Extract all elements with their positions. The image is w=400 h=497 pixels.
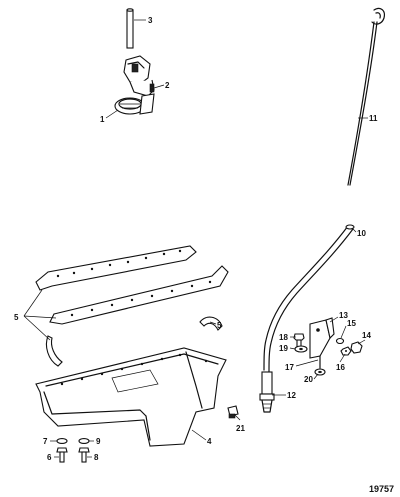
- pan-washer-left: [56, 438, 68, 444]
- callout-10: 10: [357, 229, 366, 238]
- oil-pan-end-seal-right: [199, 316, 223, 331]
- callout-20: 20: [304, 375, 313, 384]
- tube-bracket: [309, 317, 335, 369]
- bracket-clamp-bolt: [350, 341, 363, 354]
- oil-pump: [114, 55, 155, 115]
- callout-13: 13: [339, 311, 348, 320]
- callout-labels: 3 2 1 11 10 5 5 4 21 12 13 15 14 16 17 1…: [14, 16, 378, 462]
- oil-pan-end-seal-left: [45, 335, 63, 367]
- callout-7: 7: [43, 437, 48, 446]
- callout-3: 3: [148, 16, 153, 25]
- oil-pan-gasket-rail-lower: [49, 265, 229, 325]
- oil-pan: [35, 347, 227, 447]
- pan-washer-right: [78, 438, 90, 444]
- leader-lines: [23, 19, 368, 458]
- dipstick: [347, 7, 385, 186]
- callout-18: 18: [279, 333, 288, 342]
- callout-21: 21: [236, 424, 245, 433]
- pump-fastener: [149, 83, 155, 93]
- callout-14: 14: [362, 331, 371, 340]
- bracket-clamp-washer: [335, 337, 345, 345]
- callout-16: 16: [336, 363, 345, 372]
- drain-plug: [227, 405, 239, 419]
- callout-17: 17: [285, 363, 294, 372]
- bracket-nut: [314, 368, 326, 376]
- callout-2: 2: [165, 81, 170, 90]
- callout-19: 19: [279, 344, 288, 353]
- callout-5-left: 5: [14, 313, 19, 322]
- callout-6: 6: [47, 453, 52, 462]
- tube-adapter: [259, 371, 275, 413]
- callout-15: 15: [347, 319, 356, 328]
- callout-8: 8: [94, 453, 99, 462]
- callout-9: 9: [96, 437, 101, 446]
- pickup-tube: [126, 8, 134, 49]
- pan-bolt-right: [78, 447, 90, 463]
- callout-4: 4: [207, 437, 212, 446]
- pan-bolt-left: [56, 447, 68, 463]
- callout-1: 1: [100, 115, 105, 124]
- document-number: 19757: [369, 484, 394, 494]
- callout-5-right: 5: [217, 321, 222, 330]
- callout-11: 11: [369, 114, 378, 123]
- dipstick-tube: [263, 224, 355, 373]
- bracket-washer: [294, 345, 308, 353]
- oil-pan-gasket-rail-upper: [35, 245, 197, 291]
- callout-12: 12: [287, 391, 296, 400]
- bracket-clamp-nut: [340, 346, 352, 356]
